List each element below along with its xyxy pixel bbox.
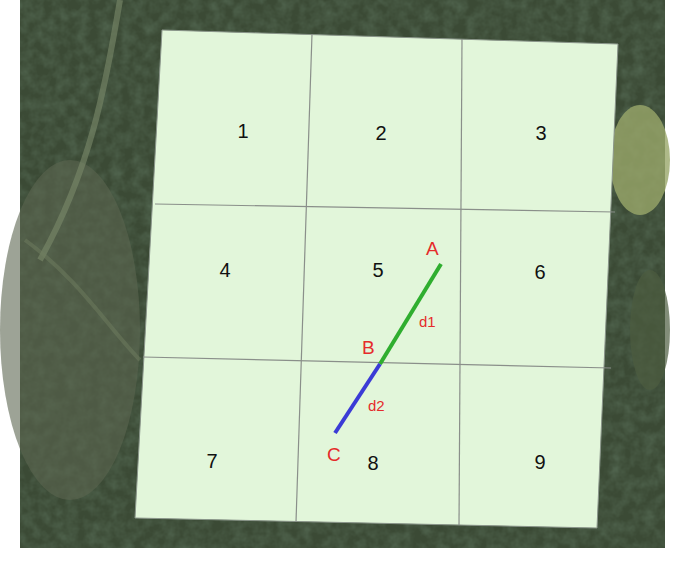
cell-number: 4 bbox=[219, 260, 230, 280]
grid-cell: 8 bbox=[357, 446, 389, 480]
distance-label: d2 bbox=[368, 398, 385, 413]
grid-cell: 7 bbox=[196, 444, 228, 478]
tree-crown bbox=[610, 105, 670, 215]
cell-number: 2 bbox=[375, 123, 386, 143]
grid-cell: 6 bbox=[524, 255, 556, 289]
track bbox=[40, 0, 120, 260]
cell-number: 3 bbox=[535, 123, 546, 143]
cell-number: 8 bbox=[367, 453, 378, 473]
grid-cell: 9 bbox=[524, 445, 556, 479]
distance-line bbox=[380, 264, 441, 364]
grid-cell: 5 bbox=[362, 253, 394, 287]
track bbox=[25, 240, 140, 360]
grid-line bbox=[459, 39, 462, 525]
cell-number: 6 bbox=[534, 262, 545, 282]
tree-crown bbox=[630, 270, 670, 390]
point-label: B bbox=[362, 338, 375, 357]
clearing bbox=[0, 160, 140, 500]
point-label: C bbox=[327, 445, 341, 464]
grid-line bbox=[155, 204, 615, 212]
grid-area bbox=[135, 30, 618, 528]
grid-cell: 4 bbox=[209, 253, 241, 287]
point-label: A bbox=[426, 239, 439, 258]
distance-label: d1 bbox=[419, 314, 436, 329]
cell-number: 9 bbox=[534, 452, 545, 472]
cell-number: 7 bbox=[206, 451, 217, 471]
cell-number: 1 bbox=[237, 121, 248, 141]
grid-line bbox=[296, 34, 312, 522]
grid-cell: 2 bbox=[365, 116, 397, 150]
cell-number: 5 bbox=[372, 260, 383, 280]
grid-cell: 3 bbox=[525, 116, 557, 150]
grid-cell: 1 bbox=[227, 114, 259, 148]
